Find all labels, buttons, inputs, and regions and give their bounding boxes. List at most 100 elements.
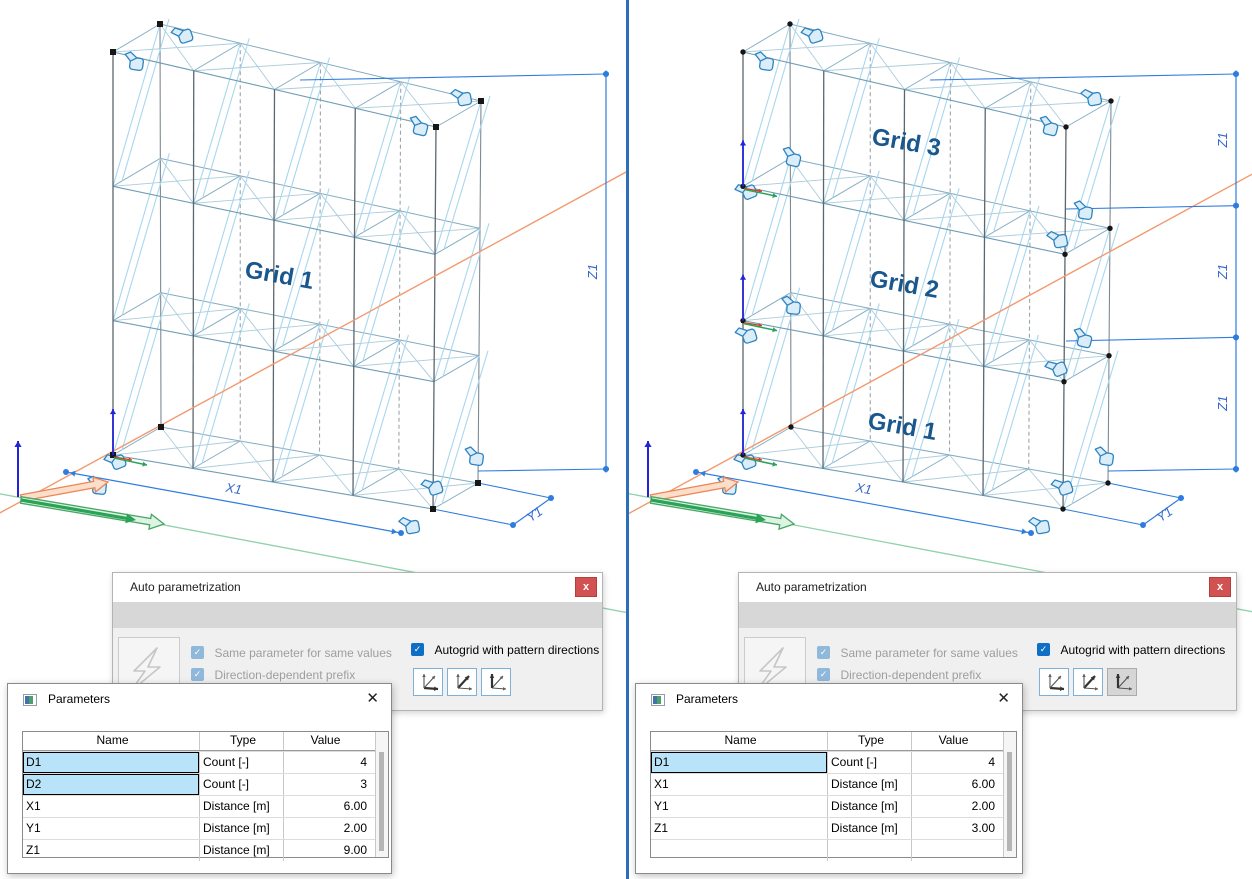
column-header-type[interactable]: Type — [199, 732, 283, 750]
dialog-titlebar[interactable]: Auto parametrization x — [739, 573, 1236, 603]
parameters-window-icon — [651, 693, 665, 711]
cell-value[interactable]: 2.00 — [911, 796, 1001, 817]
dialog-toolbar-band — [113, 602, 602, 628]
cell-type[interactable]: Distance [m] — [827, 796, 911, 817]
checkbox-label: Direction-dependent prefix — [840, 667, 982, 682]
checkbox-autogrid[interactable]: ✓ Autogrid with pattern directions — [1037, 641, 1225, 657]
cell-name[interactable]: X1 — [26, 799, 41, 813]
grid-handle-icon — [170, 27, 194, 44]
cell-name[interactable]: Y1 — [654, 799, 669, 813]
table-row[interactable]: X1 Distance [m]6.00 — [651, 773, 1016, 795]
checkbox-same-parameter[interactable]: ✓ Same parameter for same values — [191, 644, 392, 660]
svg-text:Y1: Y1 — [1154, 504, 1176, 525]
cell-name[interactable]: X1 — [654, 777, 669, 791]
cell-type[interactable]: Distance [m] — [827, 818, 911, 839]
checkbox-autogrid[interactable]: ✓ Autogrid with pattern directions — [411, 641, 600, 657]
grid-handle-icon — [1073, 327, 1093, 349]
table-row[interactable]: Z1 Distance [m]3.00 — [651, 817, 1016, 839]
dialog-toolbar-band — [739, 602, 1236, 628]
checkbox-label: Autogrid with pattern directions — [434, 642, 600, 657]
table-scrollbar[interactable] — [375, 732, 388, 857]
cell-type[interactable] — [827, 840, 911, 861]
cell-type[interactable]: Distance [m] — [199, 818, 283, 839]
cell-name[interactable]: Z1 — [26, 843, 41, 857]
cell-value[interactable] — [911, 840, 1001, 861]
grid-handle-icon — [1044, 361, 1068, 377]
pattern-direction-y-button[interactable] — [447, 668, 477, 696]
dialog-title: Parameters — [676, 692, 739, 706]
grid-handle-icon — [464, 446, 485, 467]
cell-type[interactable]: Distance [m] — [827, 774, 911, 795]
close-button[interactable]: x — [1209, 577, 1231, 597]
close-icon[interactable]: ✕ — [366, 688, 379, 710]
cell-name[interactable]: D1 — [651, 752, 827, 773]
cell-value[interactable]: 4 — [283, 752, 373, 773]
svg-text:Z1: Z1 — [1215, 264, 1230, 280]
column-header-value[interactable]: Value — [911, 732, 1001, 750]
cell-name[interactable]: Y1 — [26, 821, 41, 835]
cell-value[interactable]: 3.00 — [911, 818, 1001, 839]
checkbox-same-parameter[interactable]: ✓ Same parameter for same values — [817, 644, 1018, 660]
cell-type[interactable]: Distance [m] — [199, 796, 283, 817]
checkbox-label: Same parameter for same values — [840, 645, 1018, 660]
column-header-type[interactable]: Type — [827, 732, 911, 750]
cell-name[interactable]: D2 — [23, 774, 199, 795]
dialog-titlebar[interactable]: Auto parametrization x — [113, 573, 602, 603]
table-row[interactable]: Y1 Distance [m]2.00 — [651, 795, 1016, 817]
pattern-direction-z-button[interactable] — [481, 668, 511, 696]
pattern-direction-buttons-right — [1039, 668, 1141, 698]
pattern-direction-buttons-left — [413, 668, 515, 698]
table-row[interactable] — [651, 839, 1016, 861]
grid-handle-icon — [1094, 446, 1115, 467]
cell-type[interactable]: Count [-] — [199, 774, 283, 795]
grid-handle-icon — [398, 516, 421, 535]
svg-text:Y1: Y1 — [524, 504, 546, 525]
checkbox-checked-icon: ✓ — [411, 643, 424, 657]
grid-handle-icon — [733, 454, 757, 470]
cell-type[interactable]: Distance [m] — [199, 840, 283, 861]
table-scrollbar[interactable] — [1003, 732, 1016, 857]
grid-handle-icon — [1039, 115, 1059, 137]
cell-value[interactable]: 2.00 — [283, 818, 373, 839]
scrollbar-thumb[interactable] — [379, 752, 384, 851]
table-row[interactable]: Y1 Distance [m]2.00 — [23, 817, 388, 839]
pattern-direction-y-button[interactable] — [1073, 668, 1103, 696]
cell-name[interactable] — [651, 840, 827, 861]
cell-value[interactable]: 9.00 — [283, 840, 373, 861]
cell-value[interactable]: 6.00 — [283, 796, 373, 817]
cell-value[interactable]: 4 — [911, 752, 1001, 773]
pattern-direction-x-button[interactable] — [1039, 668, 1069, 696]
close-icon[interactable]: ✕ — [997, 688, 1010, 710]
dialog-titlebar[interactable]: Parameters ✕ — [636, 684, 1022, 714]
cell-value[interactable]: 3 — [283, 774, 373, 795]
close-button[interactable]: x — [575, 577, 597, 597]
cell-value[interactable]: 6.00 — [911, 774, 1001, 795]
grid-handle-icon — [1046, 230, 1069, 249]
checkbox-direction-prefix[interactable]: ✓ Direction-dependent prefix — [191, 666, 355, 682]
pattern-direction-x-button[interactable] — [413, 668, 443, 696]
table-row[interactable]: Z1 Distance [m]9.00 — [23, 839, 388, 861]
cell-name[interactable]: D1 — [23, 752, 199, 773]
table-row[interactable]: X1 Distance [m]6.00 — [23, 795, 388, 817]
cell-type[interactable]: Count [-] — [199, 752, 283, 773]
grid-handle-icon — [754, 51, 775, 72]
dialog-titlebar[interactable]: Parameters ✕ — [8, 684, 391, 714]
column-header-value[interactable]: Value — [283, 732, 373, 750]
svg-text:Grid 1: Grid 1 — [243, 256, 316, 295]
pattern-direction-z-button[interactable] — [1107, 668, 1137, 696]
cell-type[interactable]: Count [-] — [827, 752, 911, 773]
column-header-name[interactable]: Name — [96, 733, 129, 747]
cell-name[interactable]: Z1 — [654, 821, 669, 835]
scrollbar-thumb[interactable] — [1007, 752, 1012, 851]
column-header-name[interactable]: Name — [724, 733, 757, 747]
checkbox-direction-prefix[interactable]: ✓ Direction-dependent prefix — [817, 666, 982, 682]
